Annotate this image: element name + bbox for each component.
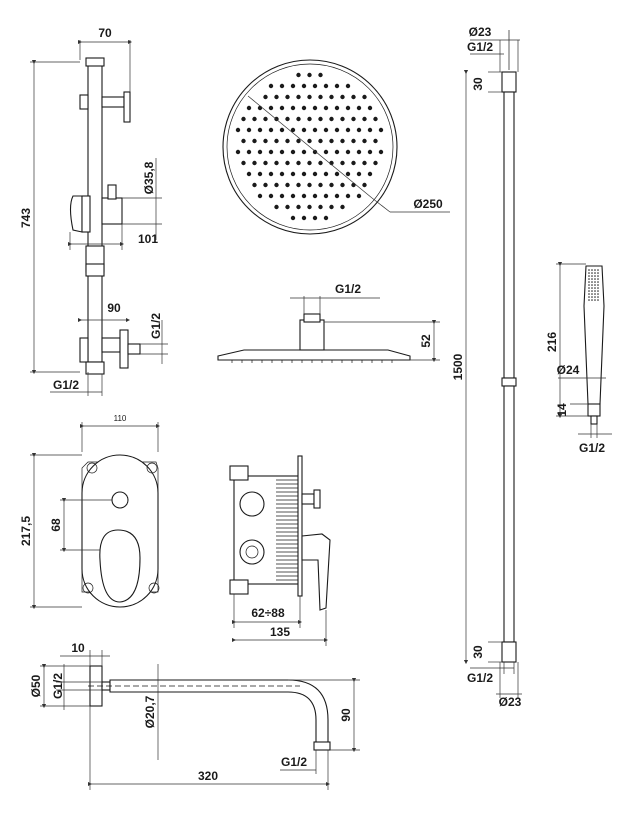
hose-end-bottom-label: 30 bbox=[471, 645, 485, 659]
arm-flange-depth-label: 10 bbox=[71, 641, 85, 655]
slider-depth-label: 101 bbox=[138, 232, 158, 246]
slider-dia-label: Ø35,8 bbox=[142, 161, 156, 194]
arm-flange-dia-label: Ø50 bbox=[29, 674, 43, 697]
outlet-depth-label: 90 bbox=[107, 301, 121, 315]
plate-width-label: 110 bbox=[114, 414, 127, 423]
head-dia-label: Ø250 bbox=[413, 197, 443, 211]
arm-tube-dia-label: Ø20,7 bbox=[143, 695, 157, 728]
hand-shower-drawing: 216 Ø24 14 G1/2 bbox=[545, 261, 612, 455]
concealed-box-drawing: 62÷88 135 bbox=[229, 455, 331, 646]
arm-length-label: 320 bbox=[198, 769, 218, 783]
mixer-plate-drawing: 110 217,5 68 bbox=[19, 414, 161, 610]
side-view-nozzles bbox=[231, 360, 393, 363]
rail-height-label: 743 bbox=[19, 208, 33, 228]
hand-neck-label: 14 bbox=[555, 403, 569, 417]
rail-width-label: 70 bbox=[98, 26, 112, 40]
head-height-label: 52 bbox=[419, 334, 433, 348]
hose-dia-bottom-label: Ø23 bbox=[499, 695, 522, 709]
wall-arm-drawing: 10 Ø50 G1/2 Ø20,7 90 320 G1/2 bbox=[29, 641, 360, 790]
hose-dia-top-label: Ø23 bbox=[469, 25, 492, 39]
shower-head-drawing: Ø250 G1/2 52 bbox=[217, 59, 450, 363]
hose-length-label: 1500 bbox=[451, 353, 465, 380]
slide-rail-drawing: 70 743 Ø35,8 101 90 G1/2 G1/2 bbox=[19, 26, 168, 396]
hose-thread-bottom-label: G1/2 bbox=[467, 671, 493, 685]
hand-length-label: 216 bbox=[545, 332, 559, 352]
hose-end-top-label: 30 bbox=[471, 77, 485, 91]
hose-drawing: Ø23 G1/2 30 1500 30 G1/2 Ø23 bbox=[451, 25, 522, 709]
hose-thread-top-label: G1/2 bbox=[467, 40, 493, 54]
box-depth-range-label: 62÷88 bbox=[251, 606, 285, 620]
hand-thread-label: G1/2 bbox=[579, 441, 605, 455]
plate-height-label: 217,5 bbox=[19, 516, 33, 546]
nozzle-holes bbox=[235, 72, 384, 221]
outlet-thread-bottom-label: G1/2 bbox=[53, 378, 79, 392]
box-depth-label: 135 bbox=[270, 625, 290, 639]
arm-drop-label: 90 bbox=[339, 708, 353, 722]
arm-thread-left-label: G1/2 bbox=[51, 673, 65, 699]
head-thread-label: G1/2 bbox=[335, 282, 361, 296]
plate-offset-label: 68 bbox=[49, 518, 63, 532]
outlet-thread-side-label: G1/2 bbox=[149, 313, 163, 339]
hand-dia-label: Ø24 bbox=[557, 363, 580, 377]
arm-thread-bottom-label: G1/2 bbox=[281, 755, 307, 769]
